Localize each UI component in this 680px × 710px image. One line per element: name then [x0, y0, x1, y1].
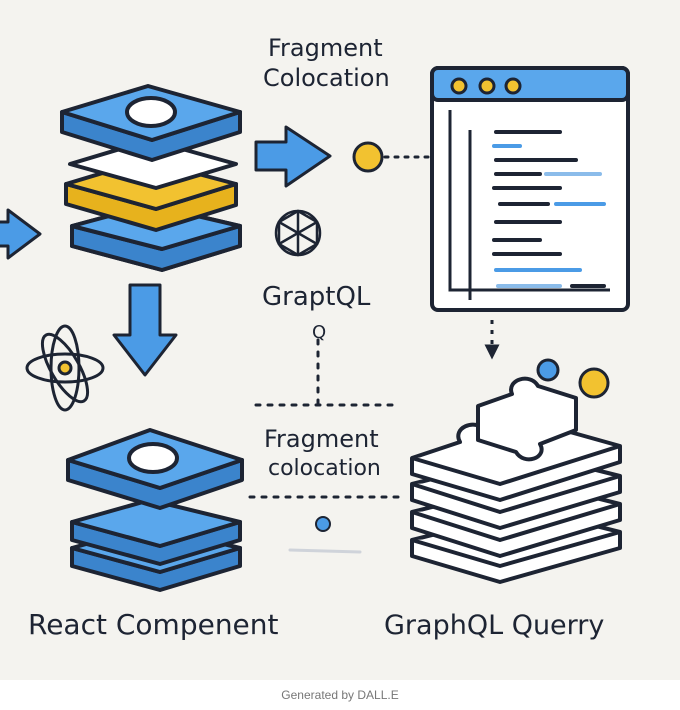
down-arrow: [112, 283, 178, 377]
graphql-query-puzzle-stack: [410, 376, 622, 584]
react-component-stack: [66, 428, 244, 592]
right-arrow-top: [254, 125, 332, 188]
mid-fragment-label-line2: colocation: [268, 456, 381, 481]
graphql-mid-label: GraptQL: [262, 282, 371, 312]
top-layer-stack: [60, 84, 242, 272]
atom-icon: [25, 324, 105, 412]
blue-node-right: [536, 358, 560, 382]
react-component-label: React Compenent: [28, 608, 279, 641]
illustration: Fragment Colocation GraptQL Q Fragment c…: [0, 0, 680, 680]
graphql-globe-icon: [274, 209, 322, 257]
top-stack-hole: [125, 96, 177, 128]
right-arrow-mid: [0, 208, 42, 260]
blue-node-center: [315, 516, 331, 532]
top-fragment-label-line1: Fragment: [268, 34, 383, 62]
footer-credit: Generated by DALL.E: [0, 680, 680, 710]
yellow-node-top: [352, 141, 384, 173]
diagram-canvas: [0, 66, 630, 592]
component-stack-hole: [127, 442, 179, 474]
faint-line: [288, 548, 362, 554]
yellow-node-right: [578, 367, 610, 399]
code-window: [430, 66, 630, 312]
mid-fragment-label-line1: Fragment: [264, 425, 379, 453]
graphql-query-label: GraphQL Querry: [384, 610, 605, 641]
graphql-mid-small-label: Q: [312, 322, 327, 343]
top-fragment-label-line2: Colocation: [263, 64, 390, 92]
